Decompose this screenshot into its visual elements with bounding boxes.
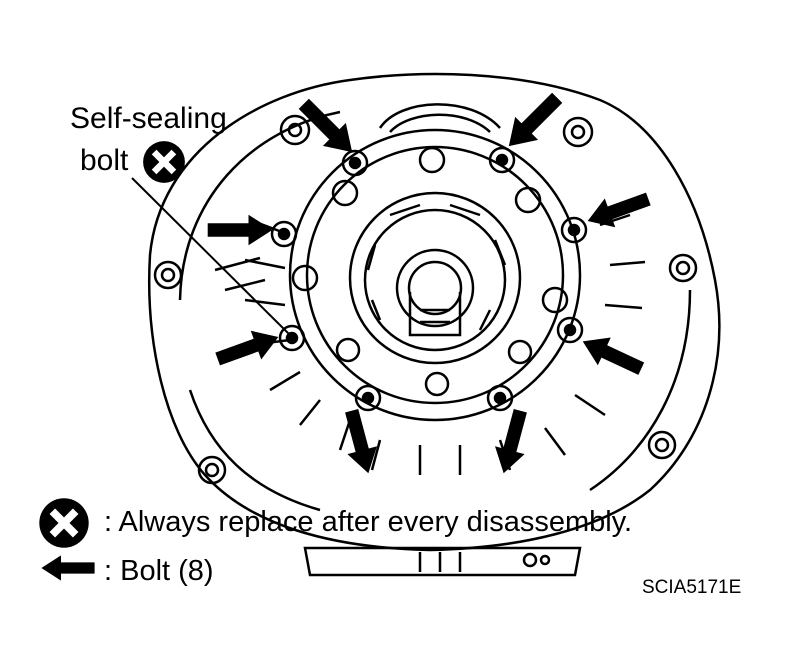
arrow-left-icon [497, 86, 569, 158]
figure-code: SCIA5171E [642, 577, 742, 598]
arrow-left-icon [292, 92, 364, 164]
callout-label-line1: Self-sealing [70, 102, 227, 135]
bolt-head [341, 149, 369, 177]
bolt-head [270, 220, 298, 248]
callout-leader-line [131, 177, 291, 336]
bolt-head [354, 384, 382, 412]
arrow-left-icon [576, 327, 648, 383]
bolt-arrows [207, 86, 654, 478]
bolt-head [486, 384, 514, 412]
arrow-left-icon [207, 214, 273, 246]
arrow-left-icon [212, 322, 284, 374]
callout-label-line2: bolt [80, 144, 129, 177]
bolt-head [488, 146, 516, 174]
arrow-left-icon [41, 555, 95, 581]
arrow-left-icon [488, 406, 536, 478]
oil-pump-body [288, 128, 582, 422]
replace-mark-icon [39, 498, 88, 547]
bolt-head [556, 316, 584, 344]
arrow-left-icon [582, 184, 654, 236]
transmission-case [148, 72, 721, 577]
bolt-head [560, 216, 588, 244]
legend-replace-text: : Always replace after every disassembly… [104, 506, 633, 538]
replace-mark-icon [143, 141, 185, 183]
legend-bolt-text: : Bolt (8) [104, 555, 214, 587]
bolts [270, 146, 588, 412]
